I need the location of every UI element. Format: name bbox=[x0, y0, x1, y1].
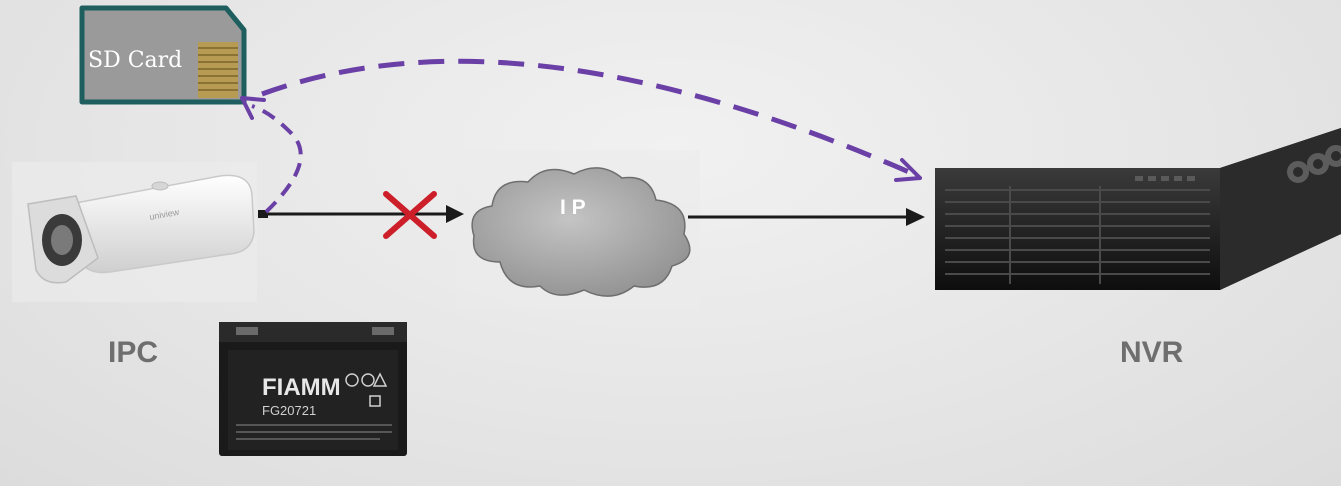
ipc-to-cloud-arrow bbox=[258, 205, 464, 223]
sd-card-contacts bbox=[198, 42, 238, 98]
nvr-device bbox=[935, 128, 1341, 290]
nvr-label: NVR bbox=[1120, 336, 1184, 369]
sd-to-nvr-dashed-arrow bbox=[261, 58, 922, 182]
battery-image: FIAMM FG20721 bbox=[219, 322, 407, 456]
blocked-x-mark bbox=[383, 191, 437, 239]
battery-brand: FIAMM bbox=[262, 374, 341, 401]
cloud-to-nvr-arrow bbox=[688, 208, 925, 226]
ipc-label: IPC bbox=[108, 336, 159, 369]
ip-cloud: I P bbox=[456, 150, 700, 310]
sd-card-label: SD Card bbox=[88, 48, 182, 73]
cloud-label: I P bbox=[560, 196, 586, 219]
sd-card: SD Card bbox=[79, 5, 247, 105]
ipc-to-sd-dashed-arrow bbox=[240, 96, 303, 214]
ipc-camera: uniview bbox=[12, 162, 257, 302]
battery-model: FG20721 bbox=[262, 403, 316, 418]
